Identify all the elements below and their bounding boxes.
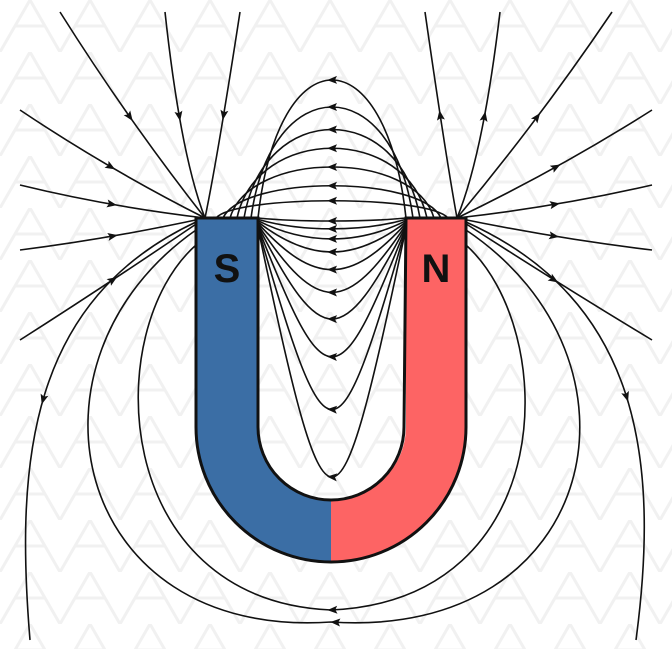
field-direction-arrow-icon bbox=[327, 288, 338, 297]
field-direction-arrow-icon bbox=[327, 125, 338, 134]
north-pole-label: N bbox=[422, 247, 451, 291]
field-direction-arrow-icon bbox=[548, 231, 560, 240]
field-direction-arrow-icon bbox=[327, 265, 338, 274]
field-direction-arrow-icon bbox=[621, 390, 629, 402]
magnet-outline bbox=[194, 216, 468, 564]
field-direction-arrow-icon bbox=[327, 605, 338, 614]
field-lines bbox=[19, 11, 653, 641]
field-direction-arrow-icon bbox=[327, 234, 338, 243]
field-direction-arrow-icon bbox=[530, 112, 541, 124]
field-direction-arrow-icon bbox=[106, 276, 118, 286]
field-line bbox=[456, 11, 501, 219]
field-line bbox=[204, 11, 241, 219]
field-direction-arrow-icon bbox=[106, 199, 117, 208]
south-pole-body bbox=[196, 218, 331, 562]
field-direction-arrow-icon bbox=[40, 393, 49, 405]
field-direction-arrow-icon bbox=[549, 201, 560, 210]
field-direction-arrow-icon bbox=[104, 160, 116, 170]
field-direction-arrow-icon bbox=[174, 110, 183, 122]
horseshoe-magnet: S N bbox=[194, 216, 468, 564]
field-direction-arrow-icon bbox=[327, 181, 338, 190]
field-direction-arrow-icon bbox=[327, 405, 338, 414]
field-direction-arrow-icon bbox=[327, 224, 338, 233]
field-direction-arrow-icon bbox=[327, 315, 338, 324]
field-direction-arrow-icon bbox=[479, 111, 488, 122]
field-direction-arrow-icon bbox=[123, 110, 133, 121]
field-direction-arrow-icon bbox=[327, 102, 338, 111]
field-line bbox=[164, 11, 206, 219]
field-line bbox=[424, 11, 458, 219]
field-direction-arrow-icon bbox=[326, 162, 338, 171]
field-direction-arrow-icon bbox=[327, 473, 338, 482]
field-direction-arrow-icon bbox=[327, 75, 338, 84]
field-line bbox=[24, 221, 197, 641]
field-direction-arrow-icon bbox=[327, 248, 338, 257]
field-direction-arrow-icon bbox=[327, 196, 338, 205]
field-direction-arrow-icon bbox=[327, 217, 338, 226]
field-direction-arrow-icon bbox=[107, 232, 118, 241]
field-direction-arrow-icon bbox=[327, 353, 338, 362]
field-direction-arrow-icon bbox=[549, 164, 561, 173]
field-direction-arrow-icon bbox=[220, 109, 229, 121]
south-pole-label: S bbox=[214, 247, 241, 291]
field-direction-arrow-icon bbox=[436, 110, 445, 121]
north-pole-body bbox=[331, 218, 466, 562]
field-direction-arrow-icon bbox=[330, 618, 341, 627]
field-line bbox=[465, 221, 646, 641]
field-direction-arrow-icon bbox=[327, 144, 338, 153]
